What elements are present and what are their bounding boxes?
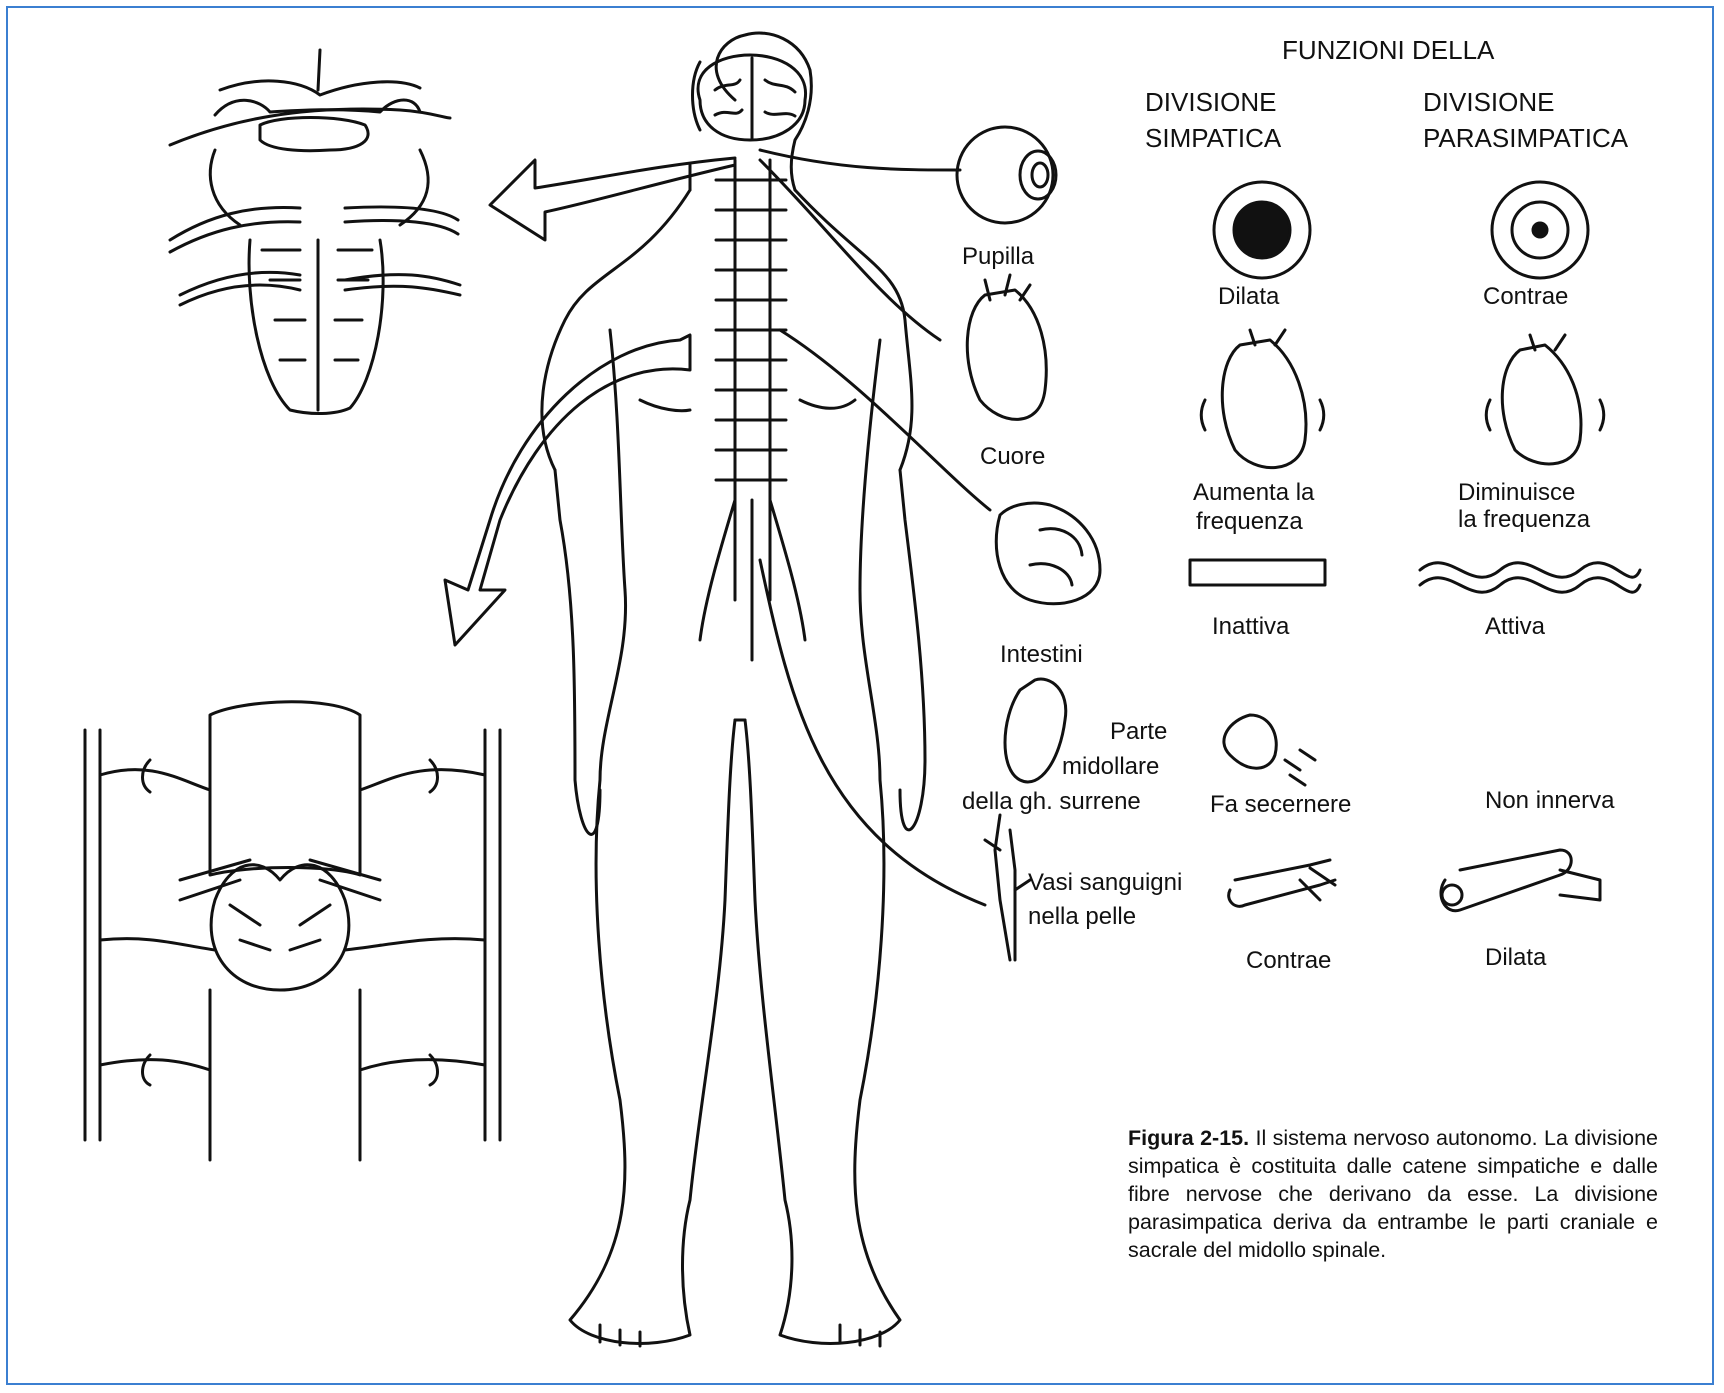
- organ-label-surrene-line1: Parte: [1110, 717, 1167, 747]
- brainstem-drawing: [170, 50, 460, 414]
- parasympathetic-effect-cuore-line2: la frequenza: [1458, 505, 1590, 535]
- sympathetic-effect-surrene: Fa secernere: [1210, 790, 1351, 820]
- organ-label-surrene-line3: della gh. surrene: [962, 787, 1141, 817]
- organ-label-pupilla: Pupilla: [962, 242, 1034, 272]
- figure-caption: Figura 2-15. Il sistema nervoso autonomo…: [1128, 1124, 1658, 1264]
- parasympathetic-effect-cuore-line1: Diminuisce: [1458, 478, 1575, 508]
- sympathetic-effect-cuore-line2: frequenza: [1196, 507, 1303, 537]
- parasympathetic-effect-surrene: Non innerva: [1485, 786, 1614, 816]
- figure-caption-label: Figura 2-15.: [1128, 1126, 1249, 1150]
- arrows: [445, 158, 735, 645]
- spinal-cord-section-drawing: [85, 702, 500, 1160]
- parasympathetic-heading-line1: DIVISIONE: [1423, 86, 1554, 118]
- organ-label-vasi-line2: nella pelle: [1028, 902, 1136, 932]
- parasympathetic-effect-intestini: Attiva: [1485, 612, 1545, 642]
- functions-title: FUNZIONI DELLA: [1282, 34, 1494, 66]
- parasympathetic-effect-pupilla: Contrae: [1483, 282, 1568, 312]
- sympathetic-effect-pupilla: Dilata: [1218, 282, 1279, 312]
- organ-label-cuore: Cuore: [980, 442, 1045, 472]
- brain-and-spinal-cord: [698, 55, 990, 905]
- parasympathetic-heading-line2: PARASIMPATICA: [1423, 122, 1628, 154]
- sympathetic-heading-line1: DIVISIONE: [1145, 86, 1276, 118]
- sympathetic-effect-cuore-line1: Aumenta la: [1193, 478, 1314, 508]
- organ-label-surrene-line2: midollare: [1062, 752, 1159, 782]
- sympathetic-effect-intestini: Inattiva: [1212, 612, 1289, 642]
- organ-label-vasi-line1: Vasi sanguigni: [1028, 868, 1182, 898]
- sympathetic-heading-line2: SIMPATICA: [1145, 122, 1281, 154]
- parasympathetic-effect-vasi: Dilata: [1485, 943, 1546, 973]
- organ-label-intestini: Intestini: [1000, 640, 1083, 670]
- sympathetic-effect-vasi: Contrae: [1246, 946, 1331, 976]
- human-body: [542, 33, 925, 1346]
